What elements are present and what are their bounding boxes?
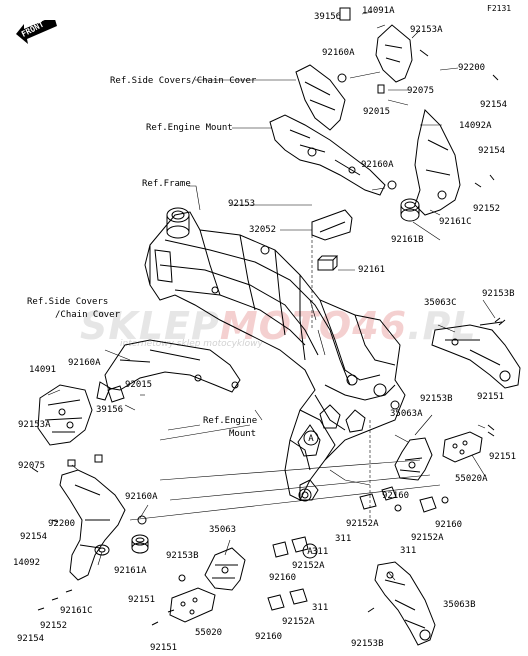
part-label[interactable]: 55020: [195, 628, 223, 638]
part-label[interactable]: 92154: [480, 100, 508, 110]
part-label[interactable]: 92153B: [420, 394, 453, 404]
ref-side-covers-left-line2[interactable]: /Chain Cover: [55, 310, 121, 320]
part-label[interactable]: 92153: [228, 199, 256, 209]
part-label[interactable]: 32052: [249, 225, 277, 235]
ref-side-covers-top[interactable]: Ref.Side Covers/Chain Cover: [110, 76, 257, 86]
part-label[interactable]: 92160A: [361, 160, 394, 170]
part-label[interactable]: 92152: [40, 621, 68, 631]
frame-main: [149, 211, 406, 501]
side-cover-14091: [37, 384, 93, 446]
part-label[interactable]: 92154: [478, 146, 506, 156]
part-label[interactable]: 92200: [458, 63, 486, 73]
part-label[interactable]: 39156: [96, 405, 124, 415]
part-label[interactable]: 92154: [17, 634, 45, 644]
bracket-32052: [311, 209, 353, 241]
part-label[interactable]: 92152A: [411, 533, 444, 543]
part-label[interactable]: 92151: [489, 452, 517, 462]
part-label[interactable]: 311: [400, 546, 417, 556]
part-label[interactable]: 92151: [477, 392, 505, 402]
part-label[interactable]: 92015: [363, 107, 391, 117]
part-label[interactable]: 92152A: [292, 561, 325, 571]
ref-side-covers-left-line1[interactable]: Ref.Side Covers: [27, 297, 109, 307]
diagram-code: F2131: [487, 4, 512, 13]
ref-engine-mount-top[interactable]: Ref.Engine Mount: [146, 123, 233, 133]
part-label[interactable]: 92154: [20, 532, 48, 542]
part-label[interactable]: 92160A: [322, 48, 355, 58]
part-label[interactable]: 92161A: [114, 566, 147, 576]
part-label[interactable]: 92160: [255, 632, 283, 642]
part-label[interactable]: 35063A: [390, 409, 423, 419]
part-label[interactable]: 35063: [209, 525, 237, 535]
part-label[interactable]: 92161C: [439, 217, 472, 227]
part-label[interactable]: 92075: [407, 86, 435, 96]
callout-a-lower: A: [307, 547, 313, 557]
part-label[interactable]: 92151: [128, 595, 156, 605]
part-label[interactable]: 92151: [150, 643, 178, 653]
part-label[interactable]: 92161B: [391, 235, 424, 245]
bracket-14092A: [414, 109, 461, 216]
callout-circles: [302, 430, 319, 559]
part-label[interactable]: 92153B: [482, 289, 515, 299]
part-label[interactable]: 35063B: [443, 600, 476, 610]
part-label[interactable]: 92075: [18, 461, 46, 471]
step-bracket-35063C: [431, 324, 521, 389]
part-label[interactable]: 92015: [125, 380, 153, 390]
plate-55020A: [442, 431, 483, 463]
watermark-tagline: internetowy sklep motocyklowy: [120, 339, 263, 349]
ref-frame[interactable]: Ref.Frame: [142, 179, 191, 189]
step-bracket-35063: [204, 547, 246, 591]
plate-55020: [169, 587, 216, 623]
step-bracket-35063A: [394, 437, 433, 481]
part-label[interactable]: 92160A: [125, 492, 158, 502]
part-label[interactable]: 92160: [435, 520, 463, 530]
part-label[interactable]: 311: [312, 547, 329, 557]
part-label[interactable]: 92152: [473, 204, 501, 214]
part-label[interactable]: 14091A: [362, 6, 395, 16]
part-label[interactable]: 311: [312, 603, 329, 613]
part-label[interactable]: 92153A: [410, 25, 443, 35]
part-label[interactable]: 92161C: [60, 606, 93, 616]
part-label[interactable]: 92153B: [166, 551, 199, 561]
part-label[interactable]: 92161: [358, 265, 386, 275]
part-label[interactable]: 92153B: [351, 639, 384, 649]
part-label[interactable]: 311: [335, 534, 352, 544]
side-cover-14091A: [375, 24, 413, 83]
part-label[interactable]: 55020A: [455, 474, 488, 484]
ref-engine-mount-mid-line1[interactable]: Ref.Engine: [203, 416, 258, 426]
front-arrow-icon: [16, 20, 57, 44]
step-bracket-35063B: [374, 561, 436, 646]
part-label[interactable]: 14091: [29, 365, 57, 375]
part-label[interactable]: 92160: [382, 491, 410, 501]
callout-a-upper: A: [308, 434, 314, 444]
part-label[interactable]: 92152A: [282, 617, 315, 627]
part-label[interactable]: 35063C: [424, 298, 457, 308]
bracket-14092: [59, 469, 126, 581]
part-label[interactable]: 92153A: [18, 420, 51, 430]
part-label[interactable]: 92200: [48, 519, 76, 529]
part-label[interactable]: 14092: [13, 558, 41, 568]
ref-engine-mount-mid-line2[interactable]: Mount: [229, 429, 257, 439]
part-label[interactable]: 92152A: [346, 519, 379, 529]
part-label[interactable]: 14092A: [459, 121, 492, 131]
engine-mount-top: [269, 114, 386, 196]
part-label[interactable]: 92160: [269, 573, 297, 583]
part-label[interactable]: 39156: [314, 12, 342, 22]
part-label[interactable]: 92160A: [68, 358, 101, 368]
